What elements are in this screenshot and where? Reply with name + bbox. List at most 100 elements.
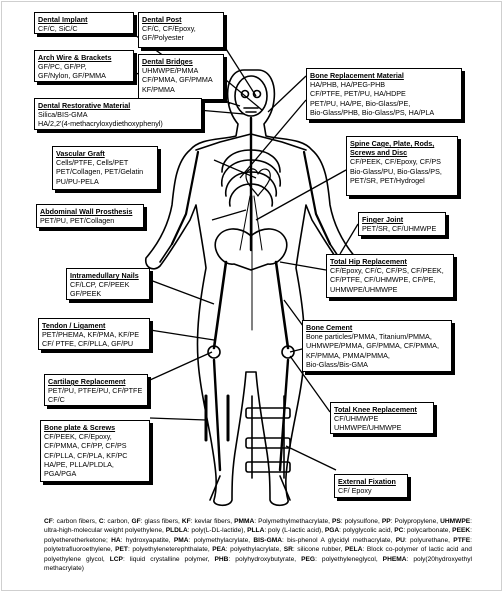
rib-cage — [221, 149, 281, 207]
legend-abbr: PU — [395, 536, 405, 544]
legend-abbr: PTFE — [453, 536, 471, 544]
label-title: Dental Post — [142, 15, 182, 24]
label-line: PET/SR, CF/UHMWPE — [362, 224, 437, 234]
left-humerus — [170, 150, 200, 246]
legend-definition: : hydroxyapatite, — [120, 536, 174, 544]
label-line: HA/PHB, HA/PEG-PHB — [310, 80, 386, 90]
label-external-fixation: External Fixation CF/ Epoxy — [334, 474, 408, 498]
label-line: Cells/PTFE, Cells/PET — [56, 158, 129, 168]
legend-definition: : carbon, — [103, 518, 132, 525]
label-dental-bridges: Dental Bridges UHMWPE/PMMA CF/PMMA, GF/P… — [138, 54, 224, 100]
label-line: Bone particles/PMMA, Titanium/PMMA, — [306, 332, 432, 342]
label-spine-cage: Spine Cage, Plate, Rods, Screws and Disc… — [346, 136, 458, 196]
legend-abbr: PHB — [214, 555, 229, 563]
label-total-knee: Total Knee Replacement CF/UHMWPE UHMWPE/… — [330, 402, 434, 434]
legend-definition: : bis-phenol A glycidyl methacrylate, — [281, 536, 396, 544]
legend-definition: : Polymethylmethacrylate, — [254, 518, 332, 525]
legend-definition: : Block co-polymer of lactic acid and po… — [44, 546, 472, 563]
label-title: Dental Implant — [38, 15, 88, 24]
label-line: CF/PMMA, CF/PP, CF/PS — [44, 441, 127, 451]
label-line: CF/LCP, CF/PEEK — [70, 280, 130, 290]
legend-abbr: PS — [331, 518, 341, 525]
label-line: CF/PLLA, CF/PLA, KF/PC — [44, 450, 128, 460]
label-line: UHMWPE/PMMA, GF/PMMA, CF/PMMA, — [306, 341, 439, 351]
label-line: CF/C — [48, 395, 65, 405]
label-title: Vascular Graft — [56, 149, 105, 158]
legend-definition: : glass fibers, — [140, 518, 182, 525]
label-title: Cartilage Replacement — [48, 377, 126, 386]
label-bone-cement: Bone Cement Bone particles/PMMA, Titaniu… — [302, 320, 452, 372]
legend-definition: : polyhydroxybutyrate, — [228, 555, 302, 563]
legend-definition: : poly(L-DL-lactide), — [187, 527, 248, 535]
label-vascular-graft: Vascular Graft Cells/PTFE, Cells/PET PET… — [52, 146, 158, 190]
label-finger-joint: Finger Joint PET/SR, CF/UHMWPE — [358, 212, 446, 236]
label-title: Spine Cage, Plate, Rods, Screws and Disc — [350, 139, 435, 158]
legend-definition: : poly(20hydroxyethyl methacrylate) — [44, 555, 472, 573]
left-leg-implants — [204, 394, 230, 442]
label-line: HA/PE, PLLA/PLDLA, — [44, 459, 114, 469]
legend-definition: : Polypropylene, — [390, 518, 441, 525]
label-line: CF/UHMWPE — [334, 414, 379, 424]
label-title: External Fixation — [338, 477, 396, 486]
label-line: UHMWPE/UHMWPE — [334, 423, 402, 433]
label-title: Finger Joint — [362, 215, 404, 224]
label-dental-post: Dental Post CF/C, CF/Epoxy, GF/Polyester — [138, 12, 224, 48]
legend-abbr: BIS-GMA — [253, 536, 282, 544]
legend-abbr: PP — [381, 518, 391, 525]
left-femur — [212, 260, 228, 350]
label-cartilage: Cartilage Replacement PET/PU, PTFE/PU, C… — [44, 374, 148, 406]
label-line: GF/Nylon, GF/PMMA — [38, 71, 106, 81]
legend-definition: : polysulfone, — [340, 518, 382, 525]
label-title: Intramedullary Nails — [70, 271, 139, 280]
body-outline — [144, 69, 358, 507]
legend-abbr: PET — [115, 546, 128, 554]
label-bone-replacement: Bone Replacement Material HA/PHB, HA/PEG… — [306, 68, 462, 120]
label-line: Bio-Glass/PHB, Bio-Glass/PS, HA/PLA — [310, 107, 435, 117]
label-line: GF/Polyester — [142, 33, 184, 43]
legend-abbr: PMA — [173, 536, 189, 544]
label-line: UHMWPE/UHMWPE — [330, 284, 398, 294]
label-tendon: Tendon / Ligament PET/PHEMA, KF/PMA, KF/… — [38, 318, 150, 350]
label-line: CF/PMMA, GF/PMMA — [142, 75, 213, 85]
label-line: PU/PU-PELA — [56, 176, 99, 186]
legend-definition: : polyethylacrylate, — [225, 546, 284, 554]
label-line: PET/PU, PTFE/PU, CF/PTFE — [48, 386, 143, 396]
label-line: GF/PEEK — [70, 289, 102, 299]
legend-abbr: PMMA — [234, 518, 255, 525]
label-line: CF/Epoxy, CF/C, CF/PS, CF/PEEK, — [330, 266, 444, 276]
legend-definition: : polyethyleneglycol, — [315, 555, 383, 563]
label-total-hip: Total Hip Replacement CF/Epoxy, CF/C, CF… — [326, 254, 454, 298]
label-line: CF/PTFE, PET/PU, HA/HDPE — [310, 89, 406, 99]
legend-definition: : polyetheretherketone; — [44, 527, 472, 544]
label-line: KF/PMMA, PMMA/PMMA, — [306, 350, 390, 360]
external-fixator — [245, 395, 291, 479]
label-line: CF/C, CF/Epoxy, — [142, 24, 196, 34]
label-line: PET/PU, PET/Collagen — [40, 216, 115, 226]
legend-definition: : liquid crystalline polymer, — [122, 555, 215, 563]
label-title: Dental Restorative Material — [38, 101, 131, 110]
label-title: Total Knee Replacement — [334, 405, 417, 414]
legend-abbr: PHEMA — [382, 555, 407, 563]
label-line: PET/PHEMA, KF/PMA, KF/PE — [42, 330, 140, 340]
left-tibia — [212, 358, 222, 472]
label-line: GF/PC, GF/PP, — [38, 62, 87, 72]
label-line: PET/PU, HA/PE, Bio-Glass/PE, — [310, 98, 411, 108]
label-line: KF/PMMA — [142, 84, 175, 94]
legend-abbr: PC — [394, 527, 404, 535]
label-bone-plate: Bone plate & Screws CF/PEEK, CF/Epoxy, C… — [40, 420, 150, 482]
legend-definition: : polyglycolic acid, — [339, 527, 395, 535]
label-line: CF/C, SiC/C — [38, 24, 78, 34]
legend-abbr: PGA — [324, 527, 340, 535]
label-line: Silica/BIS-GMA — [38, 110, 88, 120]
legend-definition: : poly (L-lactic acid), — [264, 527, 325, 535]
legend-abbr: UHMWPE — [440, 518, 471, 525]
label-title: Bone Cement — [306, 323, 353, 332]
label-title: Total Hip Replacement — [330, 257, 407, 266]
label-title: Dental Bridges — [142, 57, 193, 66]
legend-definition: : polyurethane, — [404, 536, 454, 544]
legend-abbr: PEG — [301, 555, 316, 563]
label-line: PET/SR, PET/Hydrogel — [350, 175, 425, 185]
label-line: Bio-Glass/Bis-GMA — [306, 359, 368, 369]
legend-abbr: HA — [111, 536, 121, 544]
